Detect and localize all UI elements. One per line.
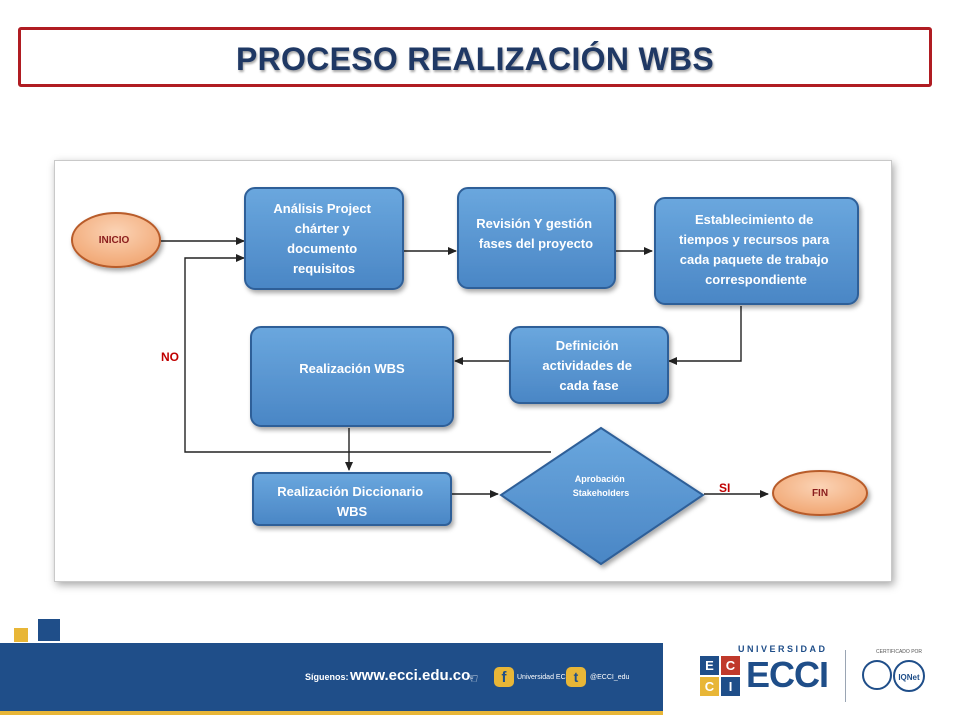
step2-line: Revisión Y gestión xyxy=(476,216,592,231)
iso-badge-icon xyxy=(862,660,892,690)
step4-line: actividades de xyxy=(542,358,632,373)
step-realizacion-wbs-box: Realización WBS xyxy=(250,326,454,427)
iqnet-label: IQNet xyxy=(898,673,920,682)
step3-line: correspondiente xyxy=(705,272,807,287)
footer-accent-line xyxy=(0,711,663,715)
step-diccionario-box: Realización Diccionario WBS xyxy=(252,472,452,526)
step1-line: Análisis Project xyxy=(273,201,371,216)
decision-line: Aprobación xyxy=(575,474,625,484)
step3-line: Establecimiento de xyxy=(695,212,813,227)
end-label: FIN xyxy=(812,488,828,499)
start-terminal: INICIO xyxy=(71,212,161,268)
svg-text:Definición actividades: Definición actividades de cada fase xyxy=(542,338,635,393)
hand-cursor-icon: ☜ xyxy=(466,670,479,686)
step-analisis-box: Análisis Project chárter y documento req… xyxy=(244,187,404,290)
svg-text:Realización Diccionario: Realización Diccionario WBS xyxy=(277,484,427,519)
svg-text:Establecimiento de tie: Establecimiento de tiempos y recursos pa… xyxy=(679,212,833,287)
svg-text:Análisis Project chárt: Análisis Project chárter y documento req… xyxy=(273,201,374,276)
step3-line: tiempos y recursos para xyxy=(679,232,830,247)
step5-line: Realización WBS xyxy=(299,361,405,376)
step-establecimiento-box: Establecimiento de tiempos y recursos pa… xyxy=(654,197,859,305)
step-revision-box: Revisión Y gestión fases del proyecto xyxy=(457,187,616,289)
footer-bar xyxy=(0,643,663,711)
university-word: UNIVERSIDAD xyxy=(738,644,828,654)
decor-square xyxy=(38,619,60,641)
svg-text:Revisión Y gestión fas: Revisión Y gestión fases del proyecto xyxy=(476,216,595,251)
page-title: PROCESO REALIZACIÓN WBS xyxy=(235,40,715,77)
step2-line: fases del proyecto xyxy=(479,236,593,251)
step3-line: cada paquete de trabajo xyxy=(680,252,829,267)
logo-divider xyxy=(845,650,846,702)
connector-arrows xyxy=(161,237,769,498)
university-logo: UNIVERSIDAD E C C I ECCI CERTIFICADO POR… xyxy=(690,640,950,710)
iqnet-badge-icon: IQNet xyxy=(893,660,925,692)
svg-text:Realización WBS: Realización WBS xyxy=(299,361,405,376)
website-link[interactable]: www.ecci.edu.co xyxy=(350,667,471,684)
svg-text:Aprobación Stakeholder: Aprobación Stakeholders xyxy=(573,474,630,498)
title-box: PROCESO REALIZACIÓN WBS xyxy=(18,27,932,87)
process-diagram: INICIO Análisis Project chárter y docume… xyxy=(54,160,892,582)
facebook-label[interactable]: Universidad ECCI xyxy=(517,674,573,681)
step1-line: documento xyxy=(287,241,357,256)
flowchart-svg: INICIO Análisis Project chárter y docume… xyxy=(71,187,868,566)
end-terminal: FIN xyxy=(772,470,868,516)
logo-grid: E C C I xyxy=(700,656,740,696)
decor-square xyxy=(14,628,28,642)
twitter-icon[interactable]: t xyxy=(566,667,586,687)
step-definicion-box: Definición actividades de cada fase xyxy=(509,326,669,404)
brand-name: ECCI xyxy=(746,654,829,695)
step1-line: requisitos xyxy=(293,261,355,276)
no-label: NO xyxy=(161,350,179,364)
start-label: INICIO xyxy=(99,235,130,246)
step6-line: Realización Diccionario xyxy=(277,484,423,499)
step4-line: Definición xyxy=(556,338,619,353)
twitter-label[interactable]: @ECCI_edu xyxy=(590,674,630,681)
decision-aprobacion: Aprobación Stakeholders xyxy=(499,426,705,566)
certified-label: CERTIFICADO POR xyxy=(876,649,923,655)
step1-line: chárter y xyxy=(295,221,351,236)
facebook-icon[interactable]: f xyxy=(494,667,514,687)
decision-line: Stakeholders xyxy=(573,488,630,498)
step4-line: cada fase xyxy=(559,378,618,393)
si-label: SI xyxy=(719,481,730,495)
step6-line: WBS xyxy=(337,504,368,519)
follow-label: Síguenos: xyxy=(305,672,349,682)
